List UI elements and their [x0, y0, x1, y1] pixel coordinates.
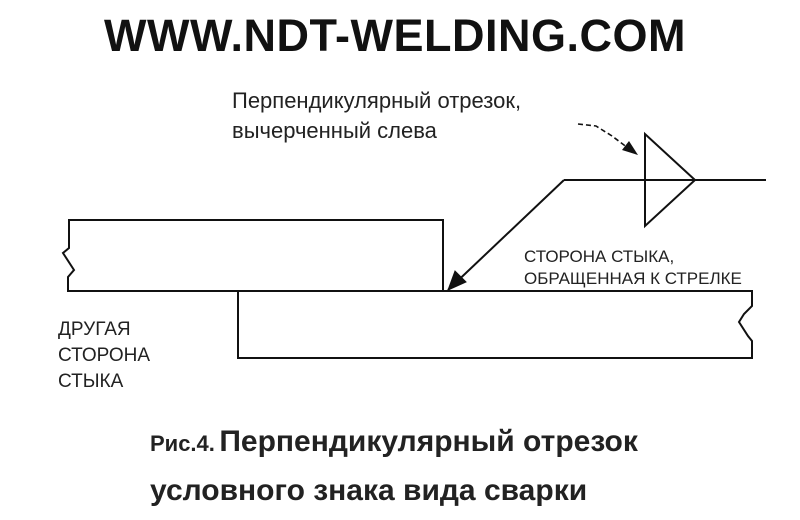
symbol-callout-label: Перпендикулярный отрезок, вычерченный сл… — [232, 86, 612, 146]
arrow-side-label-line-2: ОБРАЩЕННАЯ К СТРЕЛКЕ — [524, 269, 742, 288]
callout-arrow-line — [577, 123, 629, 149]
callout-arrowhead — [622, 141, 638, 155]
symbol-callout-line-2: вычерченный слева — [232, 118, 437, 143]
symbol-callout-line-1: Перпендикулярный отрезок, — [232, 88, 522, 113]
other-side-label-line-3: СТЫКА — [58, 371, 124, 392]
figure-caption: Рис.4. Перпендикулярный отрезок условног… — [150, 420, 638, 513]
caption-line-1: Перпендикулярный отрезок — [219, 425, 638, 458]
lower-plate — [237, 290, 753, 359]
arrow-side-label: СТОРОНА СТЫКА, ОБРАЩЕННАЯ К СТРЕЛКЕ — [524, 246, 742, 290]
arrow-side-label-line-1: СТОРОНА СТЫКА, — [524, 247, 675, 266]
other-side-label-line-2: СТОРОНА — [58, 345, 151, 366]
caption-line-2: условного знака вида сварки — [150, 474, 588, 507]
other-side-label-line-1: ДРУГАЯ — [58, 319, 131, 340]
other-side-label: ДРУГАЯ СТОРОНА СТЫКА — [58, 317, 150, 395]
upper-plate — [61, 219, 444, 292]
site-title: WWW.NDT-WELDING.COM — [104, 10, 686, 61]
fillet-weld-symbol — [644, 131, 697, 229]
leader-arrowhead — [447, 270, 467, 291]
leader-line — [447, 179, 565, 291]
figure-number: Рис.4. — [150, 431, 215, 456]
